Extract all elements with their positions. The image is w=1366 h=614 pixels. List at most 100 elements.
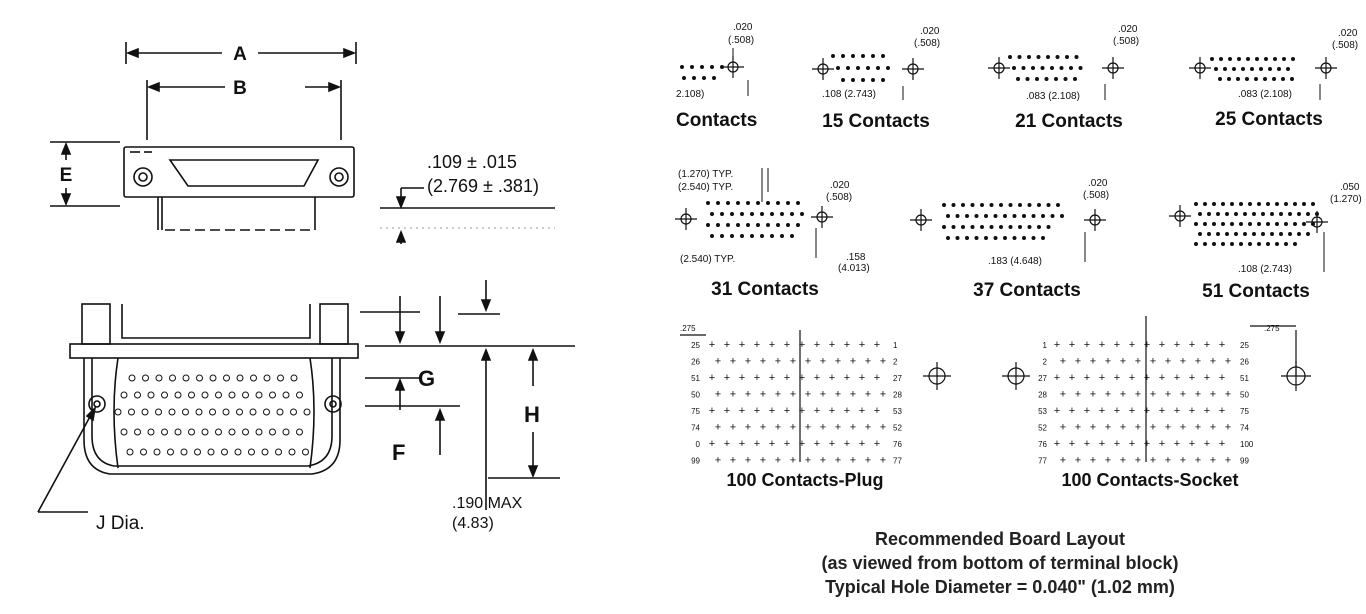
plus-mark: + — [844, 372, 850, 384]
contact-hole — [750, 234, 754, 238]
side-contact — [155, 408, 162, 416]
plus-mark: + — [814, 372, 820, 384]
side-contact — [147, 428, 155, 436]
contact-hole — [1230, 242, 1234, 246]
plus-mark: + — [1075, 422, 1081, 434]
contact-hole — [716, 201, 720, 205]
contact-hole — [1063, 77, 1068, 81]
contact-hole — [1203, 242, 1207, 246]
contact-hole — [756, 201, 760, 205]
side-contact — [128, 408, 135, 416]
c25-pitch: .083 (2.108) — [1238, 89, 1292, 100]
contact-hole — [1012, 236, 1017, 240]
contact-hole — [706, 223, 710, 227]
contact-hole — [965, 236, 969, 240]
side-contact — [182, 374, 190, 382]
side-contact — [275, 448, 282, 456]
side-contact — [134, 391, 141, 399]
side-contact — [147, 391, 155, 399]
contact-hole — [999, 225, 1003, 229]
plus-mark: + — [820, 356, 826, 368]
side-contact — [120, 428, 128, 436]
plus-mark: + — [1180, 356, 1186, 368]
plus-mark: + — [724, 438, 730, 450]
plus-mark: + — [1174, 405, 1180, 417]
plus-mark: + — [829, 372, 835, 384]
row-label-left: 74 — [691, 424, 700, 433]
contact-hole — [965, 214, 969, 218]
side-contact — [128, 374, 136, 382]
side-contact — [155, 374, 163, 382]
contact-hole — [1263, 77, 1267, 81]
side-contact — [234, 448, 242, 456]
contact-hole — [1073, 77, 1077, 81]
contact-hole — [1266, 202, 1270, 206]
plus-mark: + — [775, 455, 781, 467]
contact-hole — [980, 225, 984, 229]
contact-hole — [730, 234, 734, 238]
side-contact — [161, 428, 168, 436]
contact-hole — [1031, 236, 1036, 240]
plus-mark: + — [790, 389, 796, 401]
plus-mark: + — [1054, 339, 1060, 351]
contact-hole — [1037, 203, 1041, 207]
plus-mark: + — [760, 356, 766, 368]
contact-hole — [1236, 77, 1240, 81]
contact-hole — [1018, 225, 1022, 229]
plus-mark: + — [1225, 422, 1231, 434]
contact-hole — [776, 223, 780, 227]
plus-mark: + — [1150, 356, 1156, 368]
plus-mark: + — [1090, 422, 1096, 434]
contact-hole — [1037, 225, 1041, 229]
plus-mark: + — [739, 372, 745, 384]
row-label-left: 50 — [691, 391, 700, 400]
contact-hole — [1261, 212, 1265, 216]
contact-hole — [955, 236, 960, 240]
contact-hole — [682, 76, 686, 80]
plus-mark: + — [709, 372, 715, 384]
contact-hole — [766, 201, 770, 205]
board-layout-note: Recommended Board Layout (as viewed from… — [700, 527, 1300, 599]
contact-hole — [1297, 232, 1301, 236]
side-contact — [188, 428, 195, 436]
contact-hole — [1275, 242, 1279, 246]
contact-hole — [680, 65, 684, 69]
plus-mark: + — [1204, 339, 1210, 351]
contact-hole — [1194, 222, 1198, 226]
row-label-right: 99 — [1240, 457, 1249, 466]
plus-mark: + — [775, 356, 781, 368]
side-contact — [282, 428, 290, 436]
plus-mark: + — [1090, 389, 1096, 401]
c31-typ-2: (2.540) TYP. — [678, 182, 733, 193]
plus-mark: + — [1114, 405, 1120, 417]
contact-hole — [1203, 202, 1207, 206]
note-title: Recommended Board Layout — [874, 529, 1126, 549]
plus-mark: + — [1195, 455, 1201, 467]
side-contact — [276, 408, 284, 416]
contact-hole — [974, 236, 979, 240]
plus-mark: + — [850, 422, 856, 434]
side-contact — [161, 391, 168, 399]
contact-hole — [1218, 77, 1222, 81]
contact-hole — [790, 212, 794, 216]
contact-hole — [1194, 202, 1198, 206]
plus-mark: + — [760, 389, 766, 401]
contact-hole — [1203, 222, 1207, 226]
contact-hole — [1243, 232, 1247, 236]
contact-hole — [1279, 232, 1283, 236]
plus-mark: + — [865, 389, 871, 401]
contact-hole — [1250, 67, 1254, 71]
plus-mark: + — [1084, 372, 1090, 384]
contact-hole — [1027, 203, 1032, 207]
caption-51-contacts: 51 Contacts — [1202, 281, 1310, 302]
plus-mark: + — [1105, 389, 1111, 401]
contact-hole — [1246, 57, 1250, 61]
contact-hole — [746, 223, 750, 227]
contact-hole — [1293, 222, 1297, 226]
dim-label-a: A — [233, 44, 247, 65]
plug-dim: .275 — [680, 324, 696, 333]
row-label-right: 52 — [893, 424, 902, 433]
side-contact — [263, 374, 271, 382]
row-label-left: 99 — [691, 457, 700, 466]
